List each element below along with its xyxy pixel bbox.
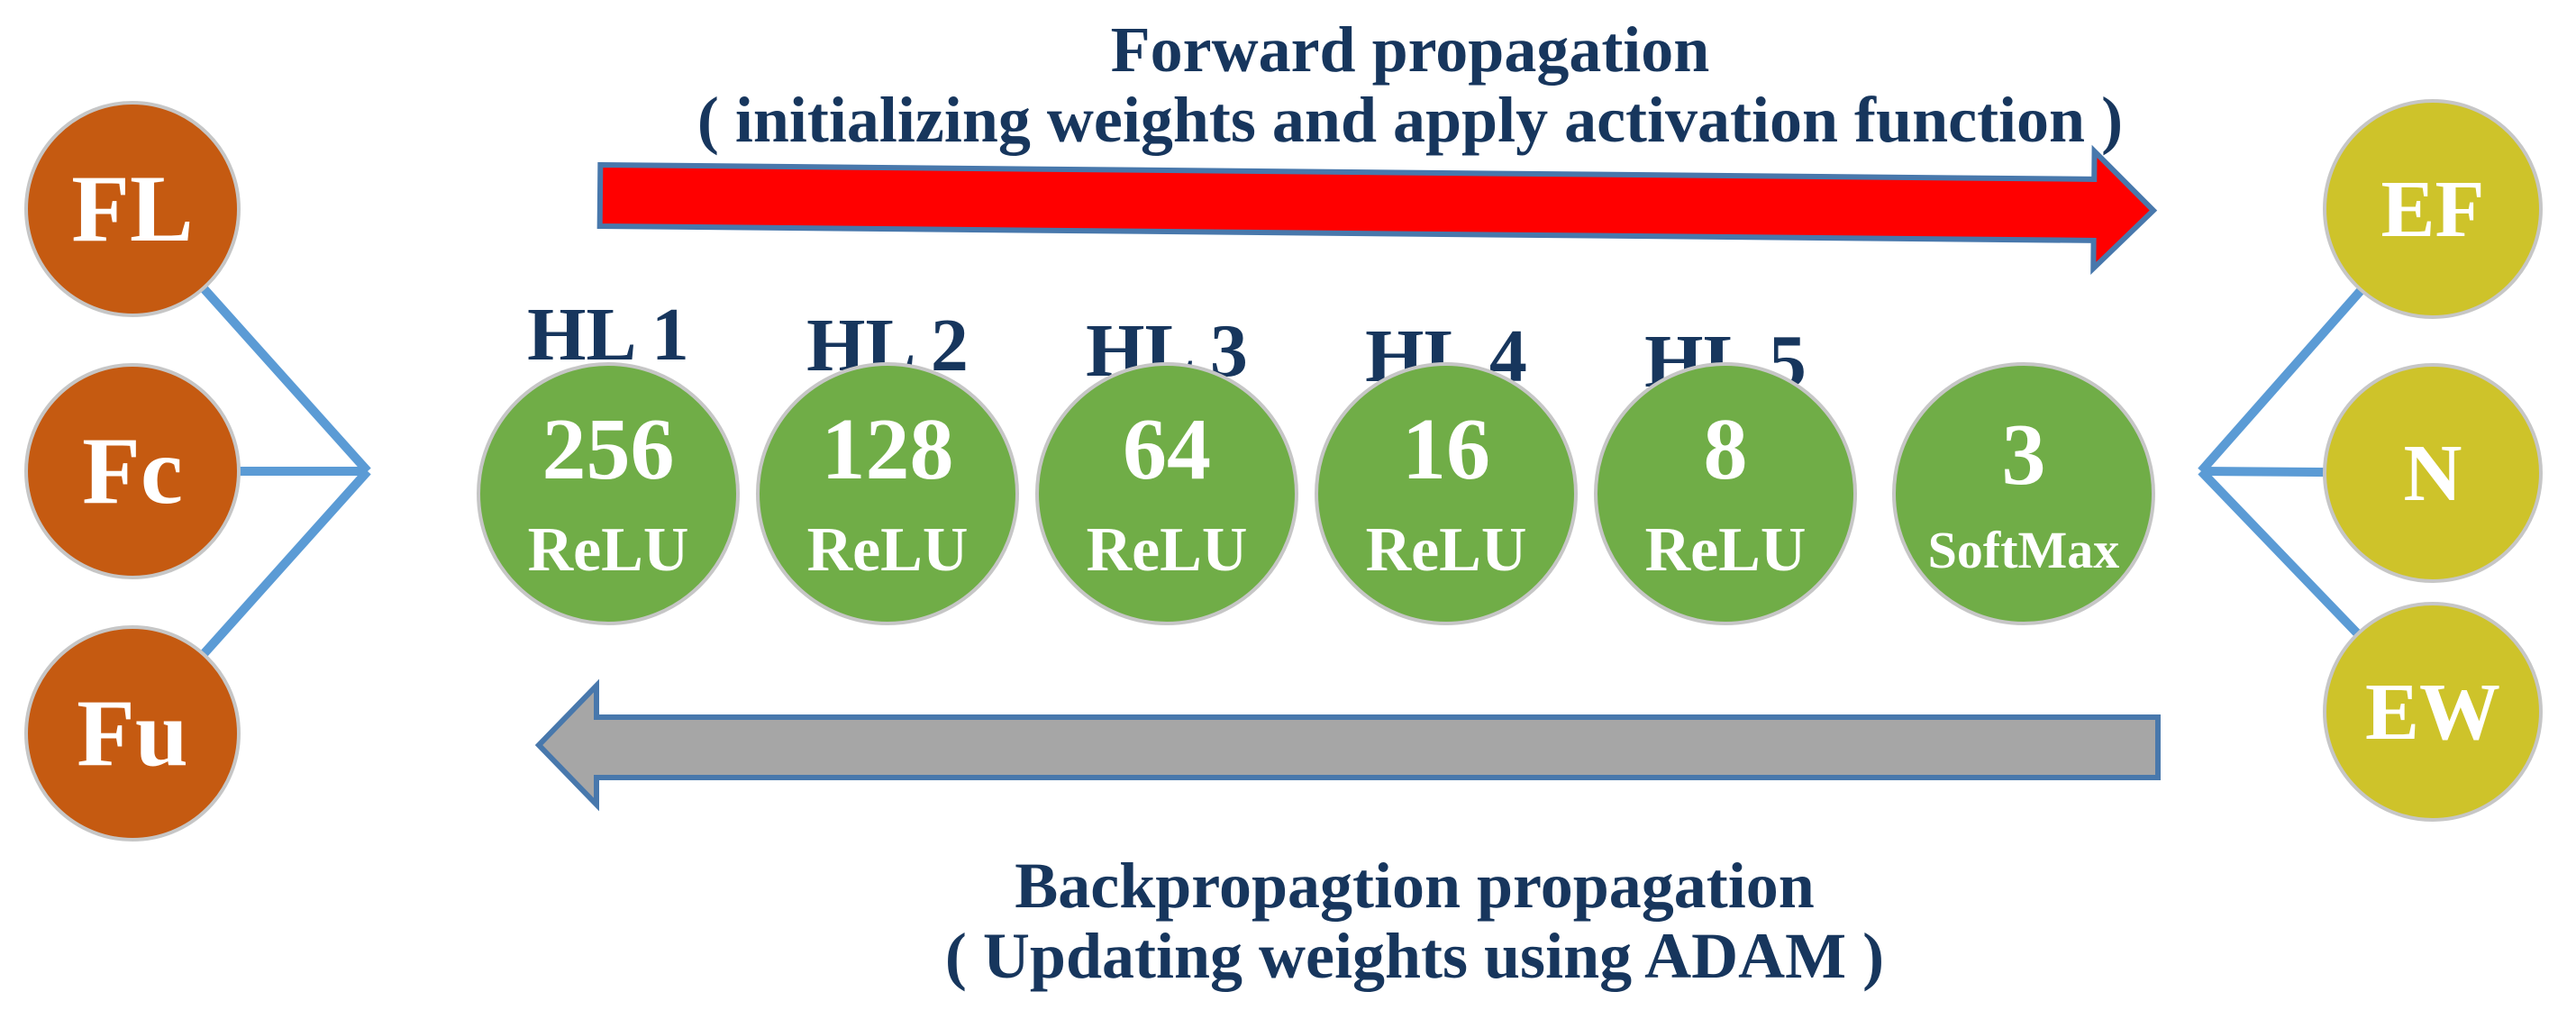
layer-activation: SoftMax <box>1927 521 2120 579</box>
output-node-label: EF <box>2380 164 2485 254</box>
layer-activation: ReLU <box>1086 515 1248 585</box>
layer-activation: ReLU <box>806 515 969 585</box>
hidden-layer-node-4: 16 ReLU <box>1315 362 1578 625</box>
layer-units: 128 <box>821 401 954 498</box>
input-node-fc: Fc <box>24 363 241 579</box>
input-node-label: Fc <box>82 418 183 523</box>
input-node-label: FL <box>71 156 194 261</box>
backward-subtitle: ( Updating weights using ADAM ) <box>944 920 1885 992</box>
output-node-label: EW <box>2364 667 2501 757</box>
output-layer-node-softmax: 3 SoftMax <box>1892 362 2155 625</box>
hidden-layer-node-2: 128 ReLU <box>756 362 1019 625</box>
output-node-ew: EW <box>2323 602 2543 822</box>
hidden-layer-node-3: 64 ReLU <box>1035 362 1298 625</box>
output-node-n: N <box>2323 363 2543 583</box>
layer-activation: ReLU <box>527 515 689 585</box>
layer-activation: ReLU <box>1365 515 1527 585</box>
layer-activation: ReLU <box>1644 515 1807 585</box>
forward-arrow-icon <box>596 144 2158 276</box>
backward-arrow-icon <box>534 678 2161 812</box>
forward-title: Forward propagation <box>1110 14 1710 86</box>
output-node-ef: EF <box>2323 99 2543 319</box>
layer-units: 64 <box>1123 401 1211 498</box>
layer-units: 256 <box>542 401 675 498</box>
backward-title: Backpropagtion propagation <box>1015 850 1815 922</box>
layer-units: 8 <box>1703 401 1748 498</box>
forward-subtitle: ( initializing weights and apply activat… <box>696 84 2124 156</box>
hidden-layer-label-1: HL 1 <box>527 293 689 377</box>
layer-units: 16 <box>1402 401 1490 498</box>
hidden-layer-node-5: 8 ReLU <box>1594 362 1857 625</box>
input-node-fu: Fu <box>24 625 241 842</box>
input-node-label: Fu <box>77 680 188 786</box>
hidden-layer-node-1: 256 ReLU <box>477 362 740 625</box>
input-node-fl: FL <box>24 101 241 317</box>
layer-units: 3 <box>2001 406 2046 504</box>
backward-propagation-caption: Backpropagtion propagation ( Updating we… <box>559 851 2271 991</box>
forward-propagation-caption: Forward propagation ( initializing weigh… <box>572 14 2248 155</box>
output-node-label: N <box>2403 428 2462 518</box>
